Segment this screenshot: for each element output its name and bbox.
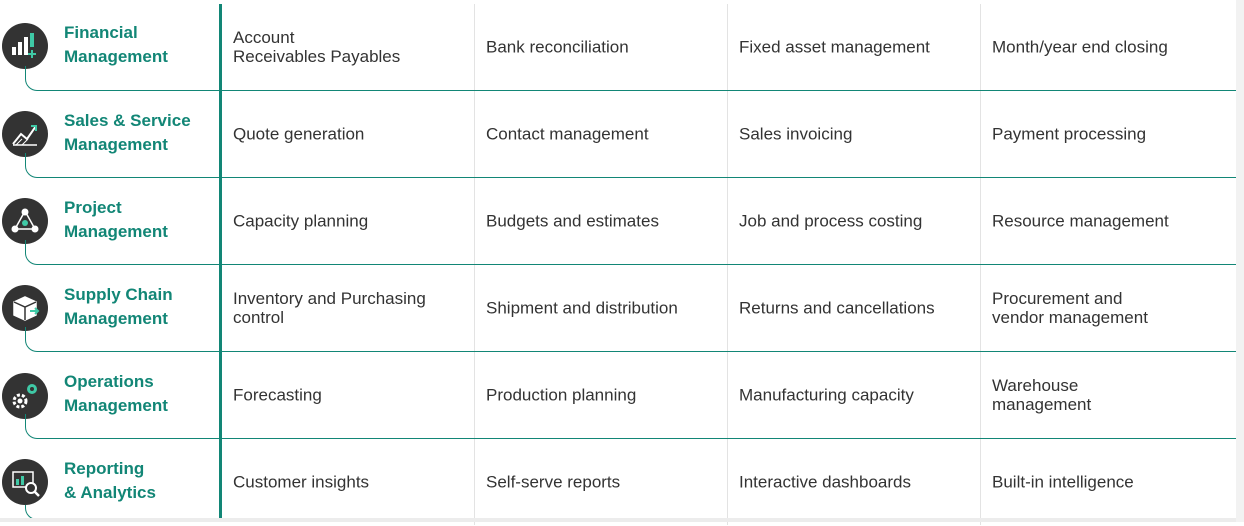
feature-label: Returns and cancellations — [739, 298, 935, 318]
feature-label: Production planning — [486, 385, 637, 405]
feature-label: Bank reconciliation — [486, 37, 629, 57]
feature-cell: Month/year end closing — [981, 4, 1236, 90]
right-edge — [1236, 0, 1244, 522]
feature-label: Payment processing — [992, 124, 1147, 144]
row-connector — [25, 153, 50, 178]
feature-cell: Warehouse management — [981, 352, 1236, 438]
row-reporting-analytics: Reporting & Analytics — [0, 439, 1244, 526]
feature-label: Sales invoicing — [739, 124, 853, 144]
feature-label: Procurement and vendor management — [992, 289, 1148, 327]
feature-cell: Contact management — [475, 91, 728, 177]
feature-label: Capacity planning — [233, 211, 369, 231]
row-divider — [49, 90, 1236, 91]
feature-label: Fixed asset management — [739, 37, 930, 57]
row-connector — [25, 66, 50, 91]
feature-cell: Self-serve reports — [475, 439, 728, 525]
row-title: Supply Chain Management — [64, 285, 173, 328]
feature-label: Manufacturing capacity — [739, 385, 914, 405]
feature-cell: Customer insights — [222, 439, 475, 525]
feature-label: Customer insights — [233, 472, 370, 492]
package-box-icon — [2, 285, 48, 331]
row-project-management: Project Management — [0, 178, 1244, 265]
bottom-border — [0, 518, 1244, 522]
feature-cell: Returns and cancellations — [728, 265, 981, 351]
feature-label: Resource management — [992, 211, 1169, 231]
row-divider — [49, 438, 1236, 439]
feature-label: Contact management — [486, 124, 649, 144]
row-title: Reporting & Analytics — [64, 459, 156, 502]
feature-cell: Quote generation — [222, 91, 475, 177]
feature-cell: Shipment and distribution — [475, 265, 728, 351]
trend-chart-icon — [2, 111, 48, 157]
feature-label: Inventory and Purchasing control — [233, 289, 426, 327]
feature-cell: Sales invoicing — [728, 91, 981, 177]
report-search-icon — [2, 459, 48, 505]
row-supply-chain-management: Supply Chain Management — [0, 265, 1244, 352]
feature-cell: Procurement and vendor management — [981, 265, 1236, 351]
row-connector — [25, 240, 50, 265]
row-connector — [25, 414, 50, 439]
row-divider — [49, 264, 1236, 265]
feature-cell: Bank reconciliation — [475, 4, 728, 90]
feature-cell: Built-in intelligence — [981, 439, 1236, 525]
gears-icon — [2, 373, 48, 419]
feature-cell: Forecasting — [222, 352, 475, 438]
row-title: Sales & Service Management — [64, 111, 191, 154]
feature-cell: Capacity planning — [222, 178, 475, 264]
feature-cell: Inventory and Purchasing control — [222, 265, 475, 351]
row-sales-service-management: Sales & Service Management — [0, 91, 1244, 178]
feature-cell: Payment processing — [981, 91, 1236, 177]
feature-label: Shipment and distribution — [486, 298, 678, 318]
feature-cell: Resource management — [981, 178, 1236, 264]
row-operations-management: Operations Management — [0, 352, 1244, 439]
row-title: Project Management — [64, 198, 168, 241]
feature-label: Forecasting — [233, 385, 322, 405]
feature-label: Account Receivables Payables — [233, 28, 401, 66]
feature-label: Budgets and estimates — [486, 211, 659, 231]
feature-label: Built-in intelligence — [992, 472, 1134, 492]
row-title: Financial Management — [64, 23, 168, 66]
feature-label: Warehouse management — [992, 376, 1092, 414]
row-divider — [49, 177, 1236, 178]
row-connector — [25, 327, 50, 352]
feature-cell: Budgets and estimates — [475, 178, 728, 264]
feature-label: Self-serve reports — [486, 472, 621, 492]
team-network-icon — [2, 198, 48, 244]
feature-cell: Manufacturing capacity — [728, 352, 981, 438]
feature-cell: Account Receivables Payables — [222, 4, 475, 90]
section-divider-bar — [219, 4, 222, 518]
feature-label: Interactive dashboards — [739, 472, 911, 492]
feature-cell: Job and process costing — [728, 178, 981, 264]
feature-label: Quote generation — [233, 124, 365, 144]
feature-label: Job and process costing — [739, 211, 923, 231]
row-divider — [49, 351, 1236, 352]
feature-label: Month/year end closing — [992, 37, 1168, 57]
row-title: Operations Management — [64, 372, 168, 415]
feature-cell: Fixed asset management — [728, 4, 981, 90]
bar-chart-icon — [2, 23, 48, 69]
feature-cell: Production planning — [475, 352, 728, 438]
row-financial-management: Financial Management — [0, 4, 1244, 91]
feature-cell: Interactive dashboards — [728, 439, 981, 525]
